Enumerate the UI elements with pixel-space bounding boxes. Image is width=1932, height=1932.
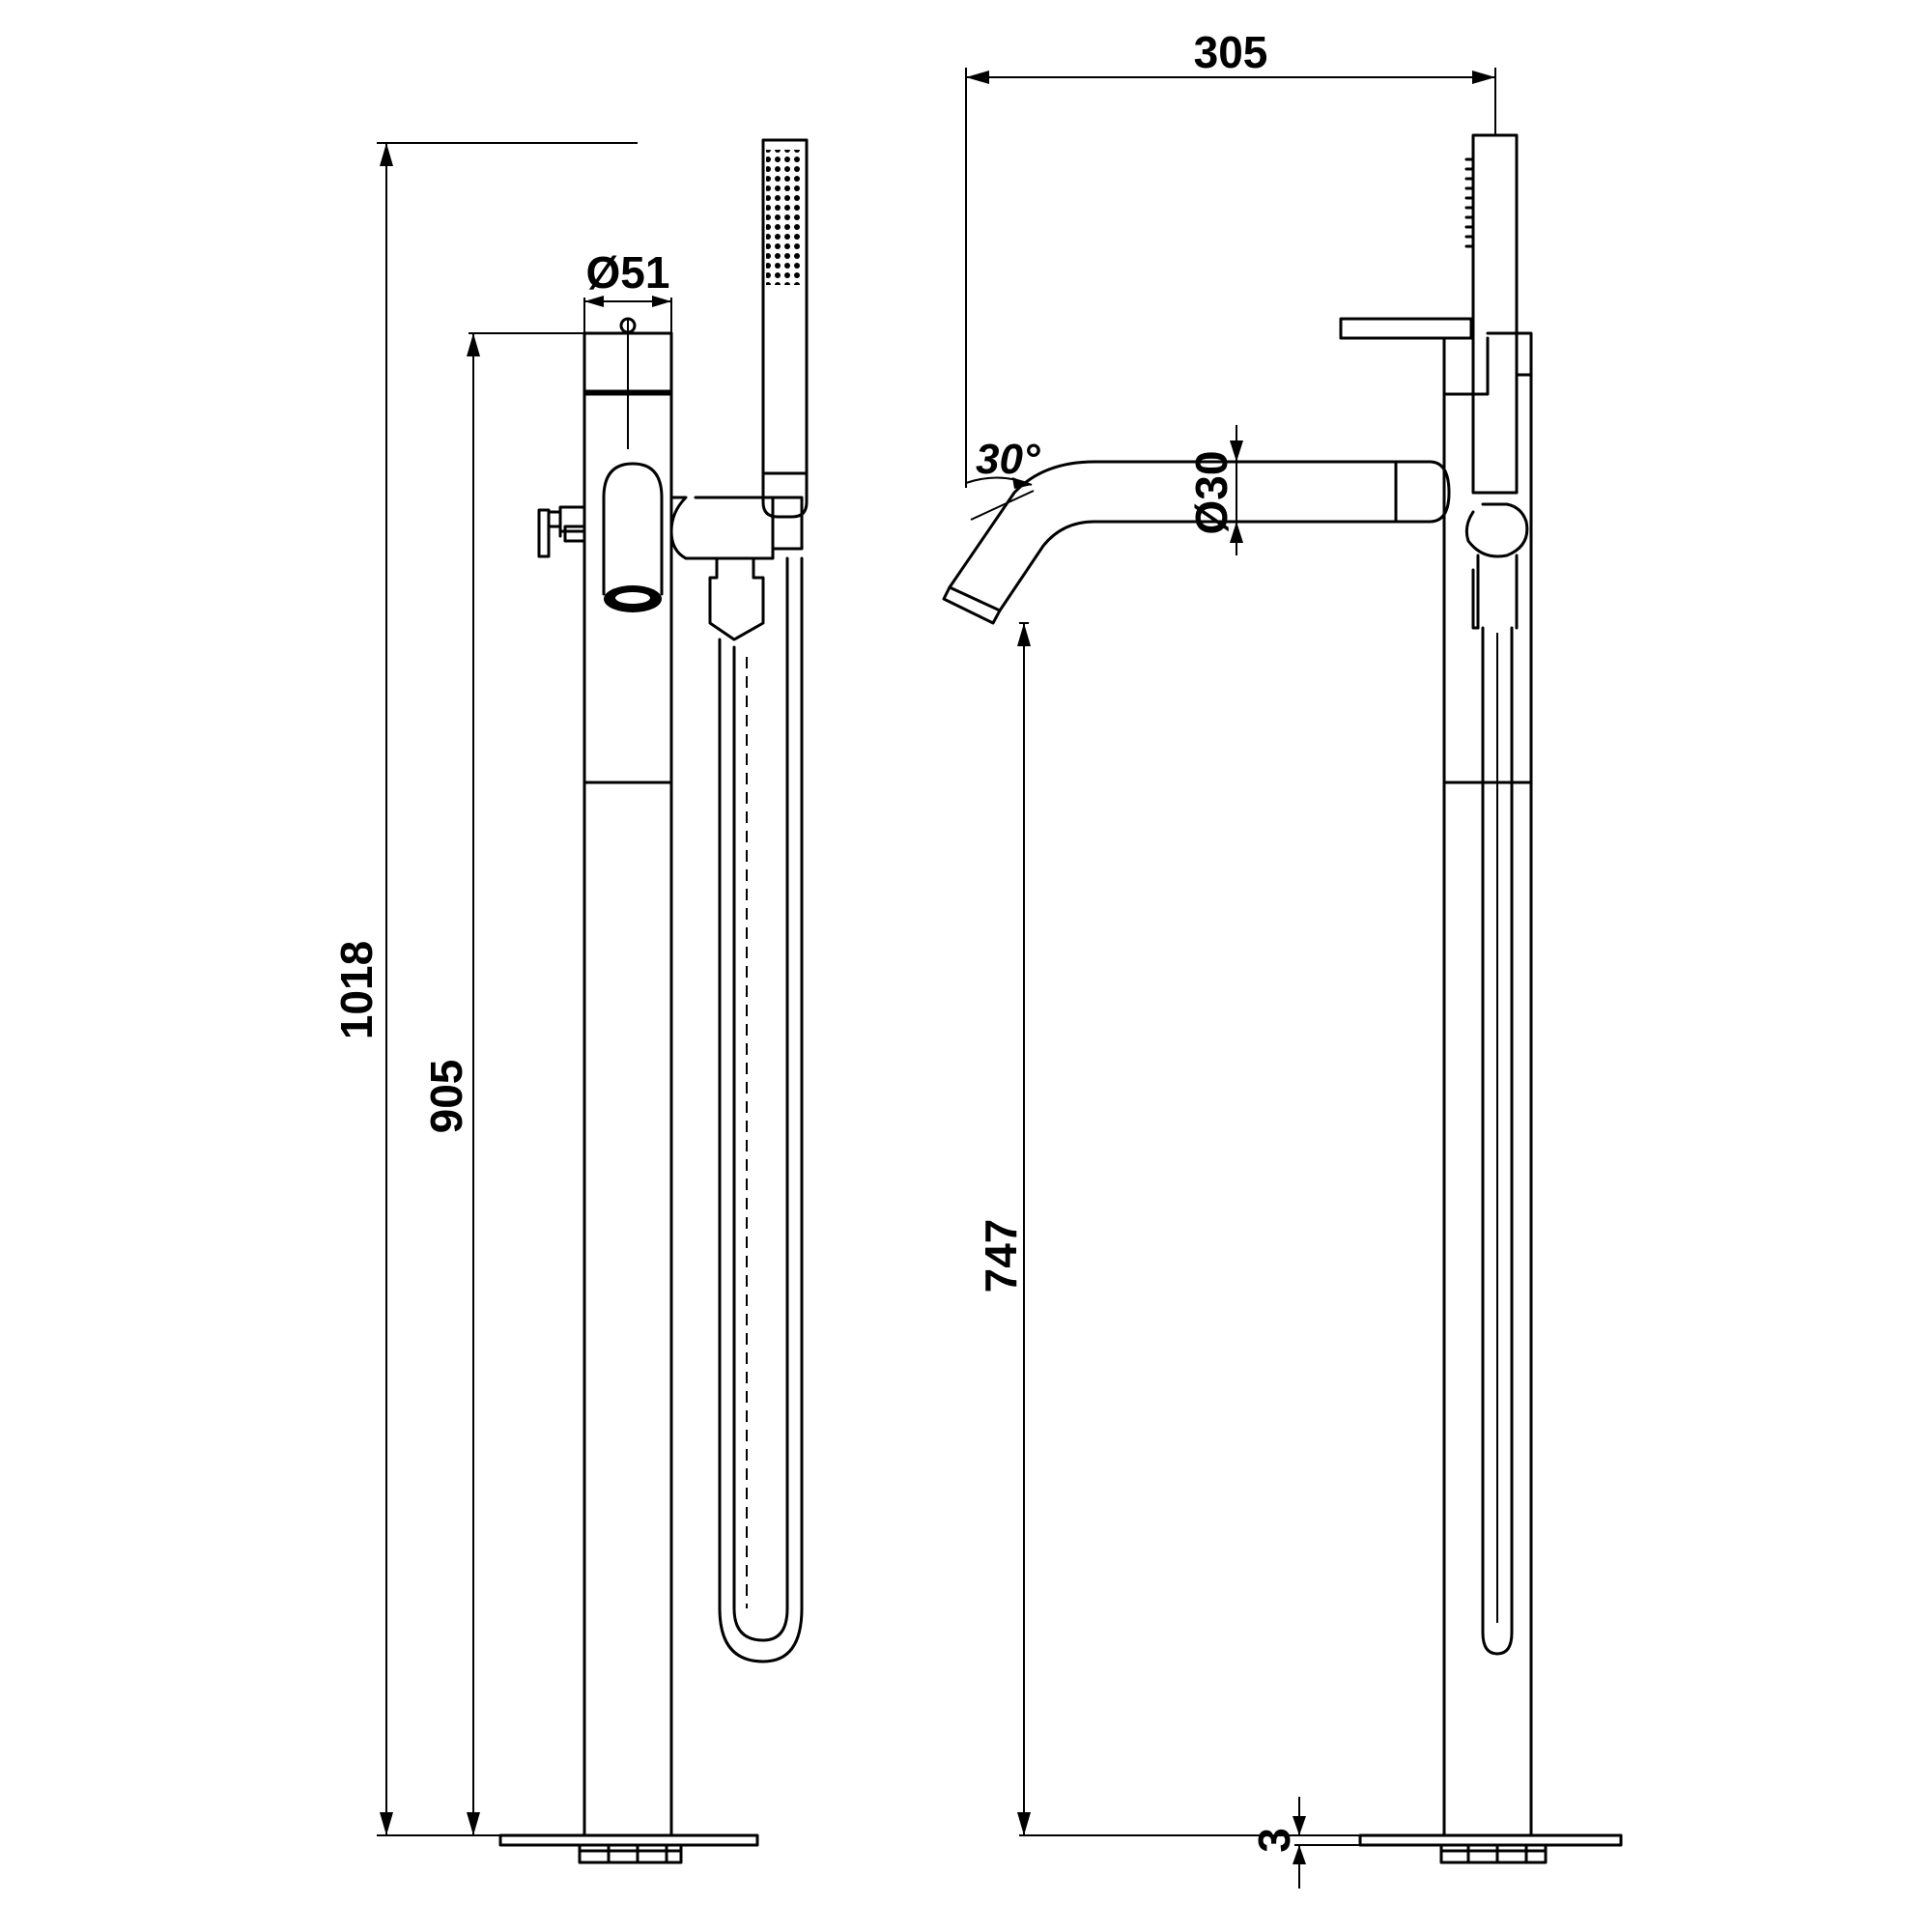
side-handshower-nozzles <box>1464 157 1475 248</box>
side-hose <box>1481 626 1514 1656</box>
dim-total-height: 1018 <box>331 941 382 1039</box>
front-cap-indicator <box>619 317 637 334</box>
dim-spout-diameter: Ø30 <box>1186 451 1236 535</box>
side-base-plate <box>1358 1833 1623 1847</box>
dim-base-plate: 3 <box>1249 1828 1299 1853</box>
dim-spout-angle: 30° <box>976 436 1040 483</box>
front-spout <box>602 462 664 596</box>
dim-spout-height: 747 <box>976 1219 1026 1293</box>
side-column <box>1442 341 1533 1837</box>
side-shower-holder <box>1464 502 1529 558</box>
front-handshower-spray-face <box>766 150 803 285</box>
dimensions: 1018 905 Ø51 305 30° Ø30 <box>331 27 1496 1889</box>
front-hose <box>718 556 804 1663</box>
side-handshower <box>1471 133 1519 495</box>
side-spout-body <box>1394 460 1451 524</box>
front-column <box>582 331 673 1837</box>
front-base-plate <box>498 1833 759 1847</box>
front-base-fitting <box>578 1843 683 1864</box>
dim-projection: 305 <box>1194 27 1268 77</box>
front-view <box>498 138 809 1864</box>
dim-handle-height: 905 <box>421 1060 471 1134</box>
front-handshower <box>761 138 809 519</box>
dim-mixer-diameter: Ø51 <box>586 247 670 298</box>
side-lever-handle <box>1339 317 1473 340</box>
front-shower-holder <box>669 496 775 560</box>
side-spout-tip <box>942 585 1002 625</box>
side-view <box>942 133 1623 1864</box>
side-spout <box>948 460 1398 612</box>
side-base-fitting <box>1439 1843 1548 1864</box>
front-diverter-knob <box>537 505 586 558</box>
